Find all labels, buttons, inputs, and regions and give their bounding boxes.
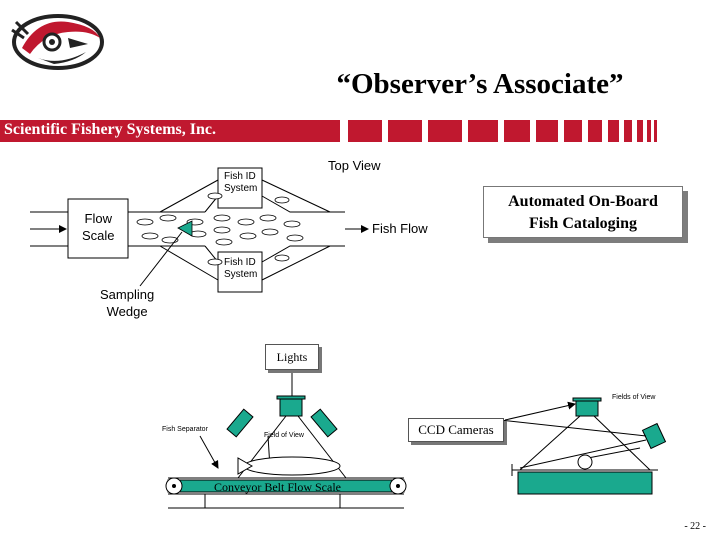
- fish-group: [136, 192, 304, 266]
- banner-block: [637, 120, 643, 142]
- ccd-cameras-label: CCD Cameras: [408, 418, 504, 442]
- fish-id-top-line2: System: [224, 183, 258, 194]
- flow-scale-box: [67, 198, 129, 259]
- banner-label: Scientific Fishery Systems, Inc.: [4, 121, 216, 138]
- banner-block: [564, 120, 582, 142]
- company-logo: [11, 14, 104, 70]
- banner-block: [468, 120, 498, 142]
- flow-scale-line1: Flow: [84, 211, 112, 226]
- sampling-wedge-label: Sampling Wedge: [100, 286, 154, 320]
- fish-id-bottom-label: Fish ID System: [224, 257, 257, 281]
- banner-bar: Scientific Fishery Systems, Inc.: [0, 120, 340, 142]
- flow-scale-line2: Scale: [82, 228, 115, 243]
- banner-block: [504, 120, 530, 142]
- callout-line2: Fish Cataloging: [528, 215, 637, 232]
- conveyor-label: Conveyor Belt Flow Scale: [214, 480, 341, 494]
- banner-block: [624, 120, 632, 142]
- fish-id-top-box: [217, 167, 263, 209]
- fish-id-bottom-line2: System: [224, 269, 258, 280]
- sampling-wedge: [177, 220, 193, 237]
- fish-id-top-line1: Fish ID: [224, 171, 256, 182]
- banner-block: [388, 120, 422, 142]
- page-number: - 22 -: [684, 521, 706, 532]
- fish-separator-label: Fish Separator: [162, 426, 208, 433]
- banner-block: [348, 120, 382, 142]
- callout-line1: Automated On-Board: [508, 193, 658, 210]
- slide-title: “Observer’s Associate”: [336, 68, 624, 100]
- wedge-pointer: [139, 231, 183, 287]
- fish-id-bottom-line1: Fish ID: [224, 257, 256, 268]
- banner-block: [654, 120, 657, 142]
- company-banner: Scientific Fishery Systems, Inc.: [0, 120, 720, 142]
- side-view-left: [165, 368, 407, 509]
- side-view-right: [499, 397, 667, 495]
- banner-block: [608, 120, 619, 142]
- callout-box: Automated On-Board Fish Cataloging: [483, 186, 683, 238]
- flow-scale-label: Flow Scale: [82, 210, 115, 244]
- banner-block: [428, 120, 462, 142]
- top-view-heading: Top View: [328, 158, 381, 173]
- lights-label: Lights: [265, 344, 319, 370]
- banner-block: [647, 120, 651, 142]
- sampling-wedge-line1: Sampling: [100, 287, 155, 302]
- banner-block: [536, 120, 558, 142]
- fish-id-bottom-box: [217, 251, 263, 293]
- field-of-view-label: Field of View: [264, 432, 304, 439]
- fish-id-top-label: Fish ID System: [224, 171, 257, 195]
- fields-of-view-label: Fields of View: [612, 394, 656, 401]
- sampling-wedge-line2: Wedge: [106, 304, 148, 319]
- fish-flow-label: Fish Flow: [372, 221, 428, 236]
- banner-block: [588, 120, 602, 142]
